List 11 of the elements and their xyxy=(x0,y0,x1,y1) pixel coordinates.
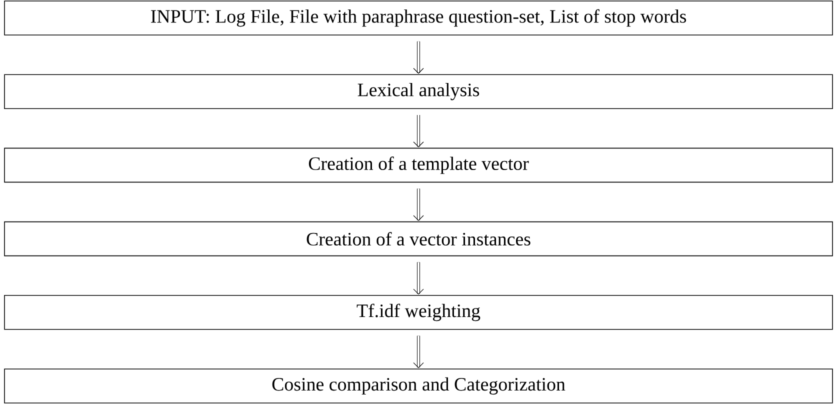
process-box: Tf.idf weighting xyxy=(4,295,833,330)
arrow xyxy=(413,115,424,148)
process-box: Creation of a vector instances xyxy=(4,221,833,256)
process-box: Lexical analysis xyxy=(4,74,833,109)
arrow xyxy=(413,41,424,74)
process-box: INPUT: Log File, File with paraphrase question-set, List of stop words xyxy=(4,0,833,36)
arrow xyxy=(413,188,424,221)
process-box: Creation of a template vector xyxy=(4,148,833,183)
arrow xyxy=(413,262,424,294)
arrow xyxy=(413,336,424,368)
process-box: Cosine comparison and Categorization xyxy=(4,368,833,404)
